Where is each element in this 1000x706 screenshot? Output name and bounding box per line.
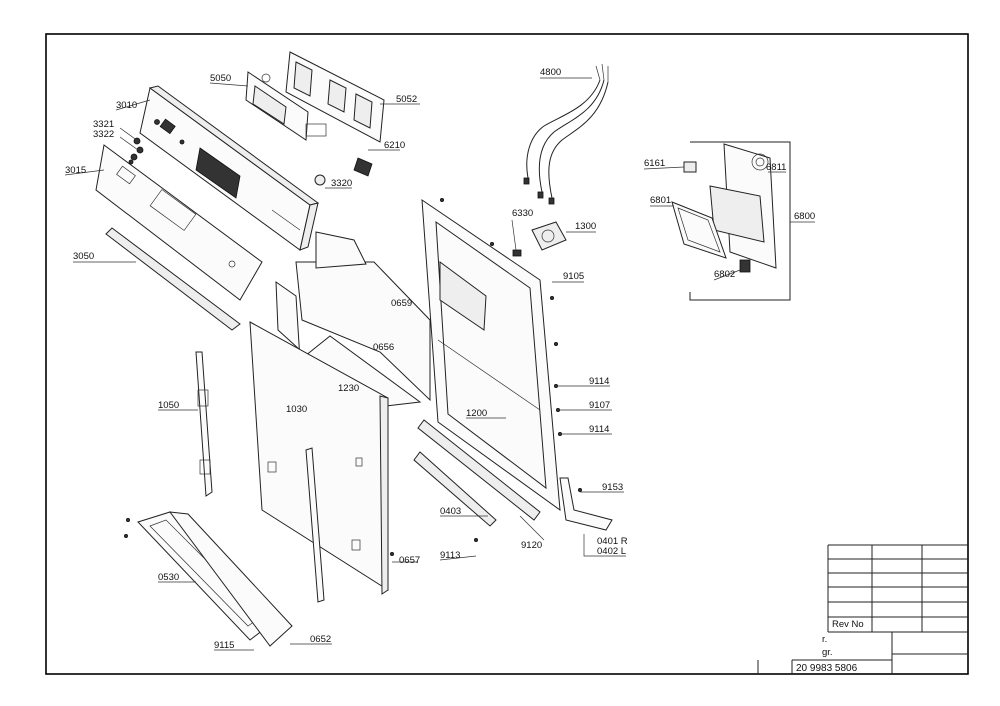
insulation-0656 xyxy=(315,231,367,269)
label-1230: 1230 xyxy=(338,383,359,394)
dispenser-assembly-6800 xyxy=(671,141,791,301)
switch-6210 xyxy=(353,157,373,177)
electronic-module-5050 xyxy=(245,71,309,141)
label-6210: 6210 xyxy=(384,140,405,151)
label-1200: 1200 xyxy=(466,408,487,419)
label-9105: 9105 xyxy=(563,271,584,282)
motor-1300 xyxy=(531,221,567,251)
title-row-1: r. xyxy=(822,634,827,645)
label-9153: 9153 xyxy=(602,482,623,493)
title-block: Rev No r. gr. 20 9983 5806 xyxy=(757,544,968,674)
label-0401: 0401 R xyxy=(597,536,628,547)
label-1050: 1050 xyxy=(158,400,179,411)
module-housing-5052 xyxy=(285,51,385,143)
label-0403: 0403 xyxy=(440,506,461,517)
insulation-0659 xyxy=(295,261,431,402)
label-3010: 3010 xyxy=(116,100,137,111)
label-0530: 0530 xyxy=(158,572,179,583)
label-0656: 0656 xyxy=(373,342,394,353)
bracket-1050 xyxy=(195,351,213,497)
control-panel-3010 xyxy=(139,85,320,251)
title-row-2: gr. xyxy=(822,647,833,658)
label-0657: 0657 xyxy=(399,555,420,566)
label-9115: 9115 xyxy=(214,640,234,651)
front-panel-3015 xyxy=(95,144,263,301)
strip-0403 xyxy=(413,451,497,527)
label-6330: 6330 xyxy=(512,208,533,219)
leader-lines xyxy=(64,77,815,651)
part-labels: 5050 5052 3010 3321 3322 3015 6210 3320 … xyxy=(65,67,815,651)
label-3050: 3050 xyxy=(73,251,94,262)
screws xyxy=(124,197,583,557)
label-1030: 1030 xyxy=(286,404,307,415)
hinge-0401-0402 xyxy=(559,477,613,531)
cable-harness-4800 xyxy=(523,63,609,205)
label-5050: 5050 xyxy=(210,73,231,84)
label-3015: 3015 xyxy=(65,165,86,176)
panel-0652 xyxy=(168,511,293,647)
label-9114-upper: 9114 xyxy=(589,376,609,387)
outer-door-panel-1030 xyxy=(249,321,389,595)
label-6802: 6802 xyxy=(714,269,735,280)
strip-3050 xyxy=(105,227,241,331)
label-0652: 0652 xyxy=(310,634,331,645)
button-3320 xyxy=(314,174,326,186)
label-9114-lower: 9114 xyxy=(589,424,609,435)
hinge-bracket xyxy=(305,447,325,603)
label-3321: 3321 xyxy=(93,119,114,130)
label-6800: 6800 xyxy=(794,211,815,222)
knobs-3321-3322 xyxy=(130,137,144,161)
inner-door-1200 xyxy=(421,199,561,512)
strip-9120 xyxy=(417,419,541,521)
label-6161: 6161 xyxy=(644,158,665,169)
label-3320: 3320 xyxy=(331,178,352,189)
drawing-frame xyxy=(45,33,969,675)
rev-no-label: Rev No xyxy=(832,619,864,630)
sensor-6330 xyxy=(512,249,522,257)
label-1300: 1300 xyxy=(575,221,596,232)
label-9107: 9107 xyxy=(589,400,610,411)
label-3322: 3322 xyxy=(93,129,114,140)
label-9113: 9113 xyxy=(440,550,460,561)
drawing-number: 20 9983 5806 xyxy=(796,663,858,674)
label-5052: 5052 xyxy=(396,94,417,105)
label-0659: 0659 xyxy=(391,298,412,309)
label-0402: 0402 L xyxy=(597,546,626,557)
label-9120: 9120 xyxy=(521,540,542,551)
label-4800: 4800 xyxy=(540,67,561,78)
label-6801: 6801 xyxy=(650,195,671,206)
label-6811: 6811 xyxy=(766,162,786,173)
